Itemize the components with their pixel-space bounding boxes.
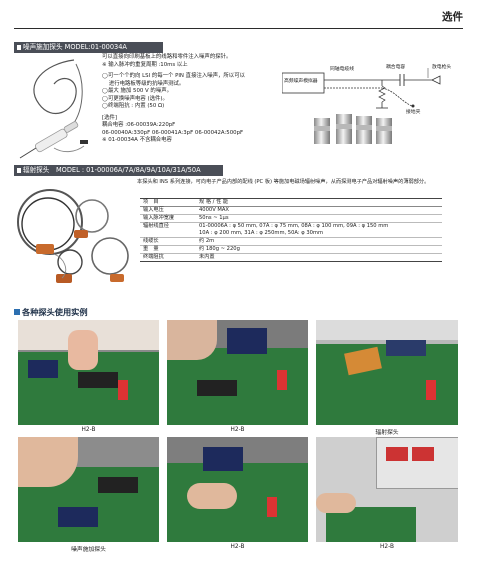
feature-line: 进行电路板等级的抗噪声测试。: [102, 80, 185, 87]
ground-label: 接地夹: [406, 110, 421, 115]
spec-value: 50ns ~ 1μs: [196, 214, 442, 223]
hand: [316, 493, 356, 513]
heading-text: 各种探头使用实例: [22, 307, 88, 317]
spec-item: 输入电压: [140, 206, 196, 215]
section-title: 辐射探头 MODEL : 01-00006A/7A/8A/9A/10A/31A/…: [23, 166, 201, 174]
feature-line: ◯终端阻抗 : 内置 (50 Ω): [102, 103, 165, 109]
feature-line: ◯可更换噪声电容 (选件)。: [102, 95, 168, 102]
tip-label: 放电枪头: [432, 65, 452, 70]
spec-value: 10A : φ 200 mm, 31A : φ 250mm, 50A: φ 30…: [196, 230, 442, 238]
spec-row: 输入电压 4000V MAX: [140, 206, 442, 215]
bar-marker: [17, 168, 21, 173]
spec-item: 重 量: [140, 245, 196, 254]
hand: [68, 330, 98, 370]
spec-value: 4000V MAX: [196, 206, 442, 215]
section-title: 噪声施加探头 MODEL:01-00034A: [23, 43, 127, 51]
desc-line: 可以直接向印刷基板上的线路和零件注入噪声的探针。: [102, 54, 232, 60]
heading-marker: [14, 309, 20, 315]
spec-header-value: 规 格 / 性 能: [196, 198, 442, 207]
spec-table: 项 目 规 格 / 性 能 输入电压 4000V MAX 输入脉冲宽度 50ns…: [140, 198, 442, 262]
usage-examples-heading: 各种探头使用实例: [14, 306, 88, 318]
radiation-probe-photo: [14, 178, 134, 288]
hand: [18, 437, 78, 487]
usage-photo-2: [167, 320, 308, 425]
usage-photo-5: [167, 437, 308, 542]
option-line: 06-00040A:330pF 06-00041A:3pF 06-00042A:…: [102, 129, 244, 136]
circuit-board: [316, 344, 458, 425]
header-rule: [14, 28, 463, 29]
hand: [187, 483, 237, 509]
spec-header-item: 项 目: [140, 198, 196, 207]
photo-caption: H2-B: [230, 427, 245, 433]
section-bar-noise-probe: 噪声施加探头 MODEL:01-00034A: [14, 42, 163, 53]
spec-value: 01-00006A : φ 50 mm, 07A : φ 75 mm, 08A …: [199, 223, 389, 229]
spec-item: 输入脉冲宽度: [140, 214, 196, 223]
feature-line: ◯最大 施加 500 V 的噪声。: [102, 88, 172, 94]
radiation-probe-description: 本探头和 INS 系列连接，可向电子产品内部的配线 (PC 板) 等施加电磁场辐…: [137, 179, 430, 185]
option-line: 耦合电容 :06-00039A:220pF: [102, 122, 176, 128]
spec-row: 终端阻抗 未内置: [140, 253, 442, 262]
noise-simulator: [376, 437, 458, 489]
spec-row: 辐射线直径 01-00006A : φ 50 mm, 07A : φ 75 mm…: [140, 223, 442, 231]
cap-label: 耦合电容: [386, 65, 406, 70]
spec-item: 线缆长: [140, 237, 196, 246]
coax-label: 同轴电缆线: [330, 67, 354, 72]
photo-caption: 噪声施加探头: [71, 547, 106, 553]
photo-caption: H2-B: [81, 427, 96, 433]
spec-value: 未内置: [196, 253, 442, 262]
photo-caption: H2-B: [230, 544, 245, 550]
feature-line: ◯可一个个的向 LSI 的每一个 PIN 直接注入噪声，所以可以: [102, 73, 245, 79]
spec-value: 约 2m: [196, 237, 442, 246]
bar-marker: [17, 45, 21, 50]
spec-row: 10A : φ 200 mm, 31A : φ 250mm, 50A: φ 30…: [140, 230, 442, 238]
noise-probe-photo: [14, 54, 96, 160]
spec-item: 终端阻抗: [140, 253, 196, 262]
photo-caption: H2-B: [380, 544, 394, 550]
desc-line: ※ 输入脉冲的重复周期 :10ms 以上: [102, 61, 188, 68]
spec-item: [140, 230, 196, 238]
options-title: [选件]: [102, 114, 117, 121]
noise-probe-description: 可以直接向印刷基板上的线路和零件注入噪声的探针。 ※ 输入脉冲的重复周期 :10…: [102, 54, 282, 145]
usage-photo-6: [316, 437, 458, 542]
section-bar-radiation-probe: 辐射探头 MODEL : 01-00006A/7A/8A/9A/10A/31A/…: [14, 165, 223, 176]
spec-row: 线缆长 约 2m: [140, 237, 442, 246]
page-title: 选件: [442, 11, 463, 23]
photo-caption: 辐射探头: [375, 430, 399, 436]
coupling-capacitor-photos: [312, 112, 394, 146]
option-line: ※ 01-00034A 不含耦合电容: [102, 137, 172, 143]
spec-item: 辐射线直径: [143, 223, 169, 229]
spec-row: 重 量 约 180g ~ 220g: [140, 245, 442, 254]
spec-value: 约 180g ~ 220g: [196, 245, 442, 254]
connection-diagram: 高频噪声模拟器 同轴电缆线 耦合电容 放电枪头 接地夹: [282, 56, 464, 124]
usage-photo-3: [316, 320, 458, 425]
hand: [167, 320, 217, 360]
spec-row: 输入脉冲宽度 50ns ~ 1μs: [140, 214, 442, 223]
usage-photo-1: [18, 320, 159, 425]
spec-header-row: 项 目 规 格 / 性 能: [140, 198, 442, 207]
usage-photo-4: [18, 437, 159, 542]
generator-label: 高频噪声模拟器: [284, 79, 318, 84]
